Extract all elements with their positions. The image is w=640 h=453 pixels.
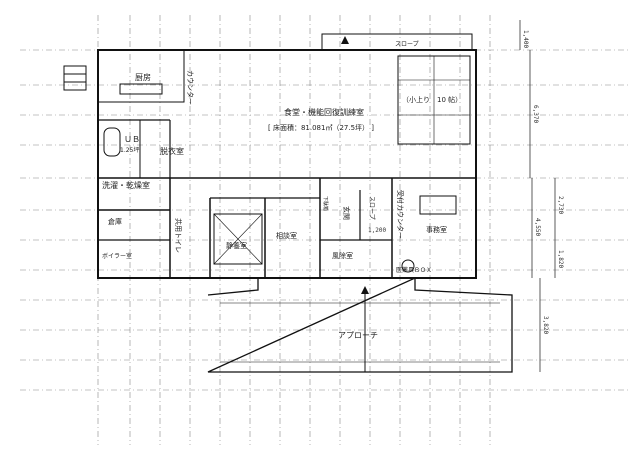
label-slope-mid: スロープ — [368, 196, 375, 220]
label-dining: 食堂・機能回復訓練室 — [284, 107, 364, 117]
dim-slope-width: 1,200 — [368, 227, 386, 234]
label-bath-unit: ＵＢ — [124, 135, 140, 144]
kitchen-island — [119, 83, 163, 95]
label-boiler: ボイラー室 — [102, 252, 132, 260]
label-counter: カウンター — [186, 70, 195, 105]
label-entrance: 玄関 — [342, 206, 351, 220]
dim-mid2: 4,550 — [534, 218, 541, 236]
dim-mid3: 1,820 — [557, 250, 564, 268]
label-storage: 倉庫 — [108, 217, 122, 226]
label-medical-box: 医薬具ＢＯＸ — [396, 266, 432, 274]
kitchen-steps — [63, 65, 87, 91]
dimension-lines — [519, 20, 556, 372]
label-shared-toilet: 共用トイレ — [174, 218, 183, 253]
top-slope — [321, 33, 473, 51]
label-laundry: 洗濯・乾燥室 — [102, 180, 150, 190]
label-changing: 脱衣室 — [160, 146, 184, 156]
main-entry-arrow — [361, 286, 369, 294]
label-office: 事務室 — [426, 225, 447, 234]
office-desks — [419, 195, 457, 215]
dim-bottom: 3,820 — [542, 316, 549, 334]
label-kitchen: 厨房 — [135, 72, 151, 82]
label-reception: 受付カウンター — [396, 190, 405, 239]
dim-top: 1,400 — [522, 30, 529, 48]
label-quiet-room: 静養室 — [226, 241, 247, 250]
quiet-room-bed — [213, 213, 263, 265]
approach-canopy — [207, 276, 513, 373]
label-approach: アプローチ — [338, 331, 378, 340]
top-entry-arrow — [341, 36, 349, 44]
label-consult-room: 相談室 — [276, 231, 297, 240]
label-slope-top: スロープ — [395, 41, 419, 48]
label-tatami: （小上り 10 帖） — [402, 95, 462, 104]
bathtub — [103, 127, 121, 157]
label-bath-area: 1.25坪 — [120, 146, 139, 154]
kitchen-wall — [97, 49, 185, 103]
label-wind-room: 風除室 — [332, 251, 353, 260]
label-dining-area: [ 床面積：81.081㎡（27.5坪） ] — [268, 123, 374, 132]
dim-upper: 6,370 — [532, 105, 539, 123]
label-shoe-box: 下駄箱 — [322, 196, 329, 211]
outer-wall — [97, 49, 477, 279]
medical-box — [401, 259, 415, 273]
building-walls — [63, 33, 513, 373]
dim-mid1: 2,730 — [557, 196, 564, 214]
